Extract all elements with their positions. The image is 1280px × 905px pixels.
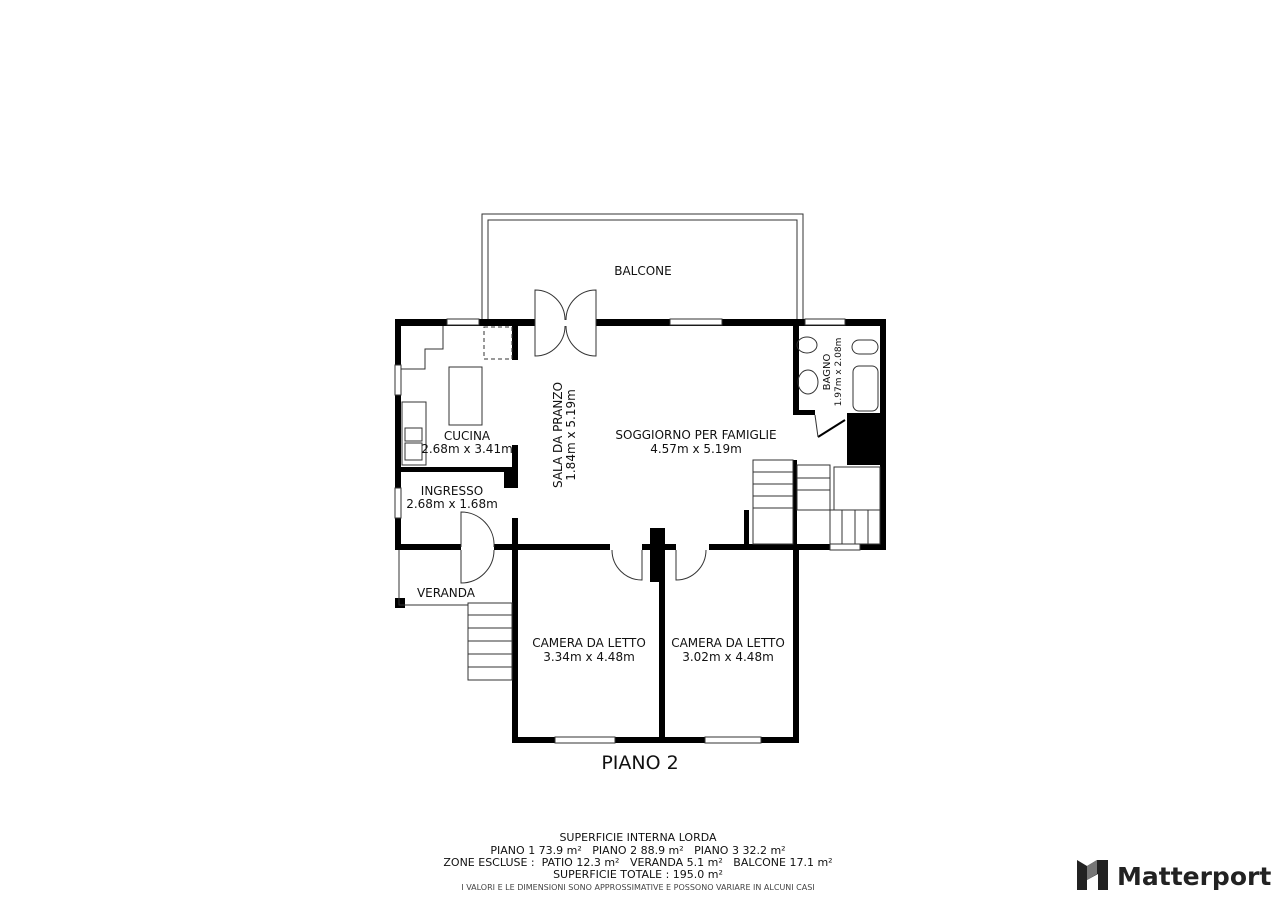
room-name-veranda: VERANDA [417,586,476,600]
footer-heading: SUPERFICIE INTERNA LORDA [559,831,717,844]
room-size-cucina: 2.68m x 3.41m [421,442,513,456]
room-size-ingresso: 2.68m x 1.68m [406,497,498,511]
kitchen-fixtures [401,326,513,466]
room-name-ingresso: INGRESSO [421,484,483,498]
footer-total: SUPERFICIE TOTALE : 195.0 m² [553,868,723,881]
room-name-sala-da-pranzo: SALA DA PRANZO [551,382,565,488]
walls [395,319,886,743]
room-name-soggiorno: SOGGIORNO PER FAMIGLIE [615,428,776,442]
room-size-soggiorno: 4.57m x 5.19m [650,442,742,456]
room-name-cucina: CUCINA [444,429,491,443]
room-size-camera2: 3.02m x 4.48m [682,650,774,664]
room-size-camera1: 3.34m x 4.48m [543,650,635,664]
room-name-bagno: BAGNO [822,354,833,391]
windows [394,318,861,744]
stairs [398,459,881,681]
bathroom-fixtures [796,336,879,412]
room-size-bagno: 1.97m x 2.08m [834,338,844,407]
footer-excluded: ZONE ESCLUSE : PATIO 12.3 m² VERANDA 5.1… [443,856,832,869]
footer-floors: PIANO 1 73.9 m² PIANO 2 88.9 m² PIANO 3 … [490,844,785,857]
brand-name: Matterport [1117,862,1271,891]
room-name-balcone: BALCONE [614,264,672,278]
room-name-camera1: CAMERA DA LETTO [532,636,646,650]
room-name-camera2: CAMERA DA LETTO [671,636,785,650]
footer-disclaimer: I VALORI E LE DIMENSIONI SONO APPROSSIMA… [461,883,814,892]
doors [460,289,846,584]
balcony-outline [481,213,804,319]
floor-title: PIANO 2 [601,752,678,774]
matterport-logo-icon [1077,860,1108,890]
room-size-sala-da-pranzo: 1.84m x 5.19m [564,389,578,481]
